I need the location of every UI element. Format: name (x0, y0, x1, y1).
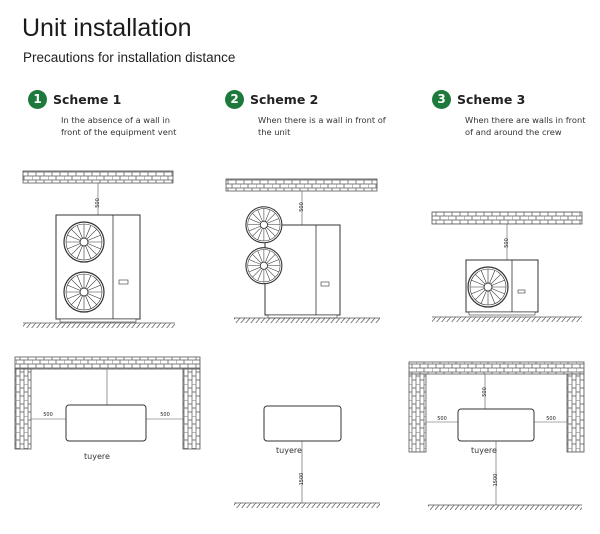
scheme-3-plan-unit (457, 408, 535, 442)
scheme-2-plan-unit (263, 405, 342, 442)
scheme-3-tuyere-label: tuyere (471, 446, 497, 455)
scheme-1-side-dim: 500 (95, 198, 101, 208)
scheme-2-side-dim: 500 (299, 202, 305, 212)
scheme-1-header: 1 Scheme 1 In the absence of a wall in fr… (28, 89, 198, 138)
scheme-1-description: In the absence of a wall in front of the… (61, 115, 177, 137)
fan-icon (245, 247, 283, 285)
scheme-3-plan-front-dim: 1500 (493, 474, 499, 487)
scheme-2-plan-front-dim: 1500 (299, 473, 305, 486)
scheme-3-side-view: 500 (431, 211, 583, 322)
scheme-1-plan-view: 500 500 tuyere (14, 356, 201, 461)
scheme-1-tuyere-label: tuyere (84, 452, 110, 461)
scheme-3-description: When there are walls in front of and aro… (465, 115, 586, 137)
scheme-2-badge: 2 (225, 90, 244, 109)
scheme-2-side-view: 500 (225, 178, 380, 323)
scheme-3-plan-view: 500 500 500 1500 tuyere (408, 361, 585, 510)
scheme-2-plan-view: 1500 tuyere (234, 405, 380, 508)
scheme-1-wall-left (14, 368, 32, 450)
scheme-1-badge: 1 (28, 90, 47, 109)
scheme-3-plan-left-dim: 500 (437, 416, 447, 422)
scheme-3-wall-left (408, 373, 427, 453)
fan-icon (63, 221, 105, 263)
fan-icon (63, 271, 105, 313)
scheme-3-header: 3 Scheme 3 When there are walls in front … (432, 89, 600, 138)
page-title: Unit installation (22, 14, 192, 42)
scheme-3-name: Scheme 3 (457, 92, 526, 107)
scheme-1-plan-unit (65, 404, 147, 442)
scheme-2-description: When there is a wall in front of the uni… (258, 115, 386, 137)
scheme-1-side-view: 500 (22, 170, 175, 328)
fan-icon (245, 206, 283, 244)
scheme-1-name: Scheme 1 (53, 92, 122, 107)
scheme-3-wall-top (431, 211, 583, 225)
scheme-1-wall-top (22, 170, 174, 184)
scheme-3-badge: 3 (432, 90, 451, 109)
scheme-2-wall-top (225, 178, 378, 192)
scheme-3-plan-top-dim: 500 (482, 387, 488, 397)
scheme-3-side-dim: 500 (504, 238, 510, 248)
page-subtitle: Precautions for installation distance (23, 50, 236, 65)
scheme-2-header: 2 Scheme 2 When there is a wall in front … (225, 89, 395, 138)
scheme-2-name: Scheme 2 (250, 92, 319, 107)
scheme-2-tuyere-label: tuyere (276, 446, 302, 455)
scheme-1-plan-right-dim: 500 (160, 412, 170, 418)
scheme-1-plan-left-dim: 500 (43, 412, 53, 418)
scheme-3-wall-right (566, 373, 585, 453)
scheme-3-plan-right-dim: 500 (546, 416, 556, 422)
fan-icon (467, 266, 509, 308)
scheme-1-wall-right (182, 368, 201, 450)
